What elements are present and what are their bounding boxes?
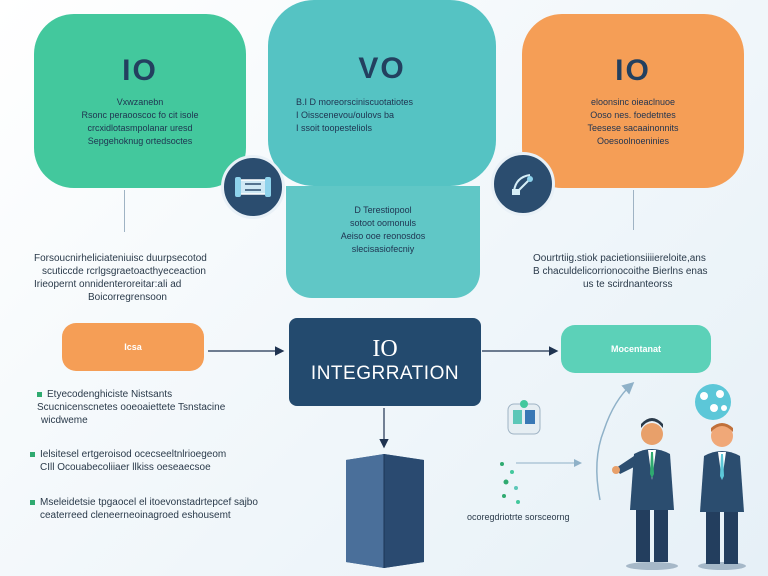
bubble-left-line: Rsonc peraooscoc fo cit isole (81, 110, 199, 120)
right-pill-label: Mocentanat (610, 344, 661, 354)
io-bubble-right: IO eloonsinc oieaclnuoe Ooso nes. foedet… (522, 14, 744, 188)
bubble-middle-lower-line: D Terestiopool (354, 205, 412, 215)
left-description-line: Irieopernt onnidenteroreitar:ali ad (34, 279, 182, 290)
right-description-line: us te scirdnanteorss (583, 279, 673, 290)
bubble-right-title: IO (615, 54, 651, 87)
vo-bubble-extension: D Terestiopool sotoot oomonuls Aeiso ooe… (286, 186, 480, 298)
bullet-2-line: Ielsitesel ertgeroisod ocecseeltnlrioege… (40, 449, 227, 460)
bubble-middle-title: VO (358, 52, 406, 85)
bullet-dot (37, 391, 42, 397)
left-description-line: Forsoucnirheliciateniuisc duurpsecotod (34, 253, 207, 264)
left-description-line: Boicorregrensoon (88, 292, 167, 303)
right-description-line: B chaculdelicorrionocoithe Bierlns enas (533, 266, 708, 277)
network-nodes-icon (695, 384, 731, 420)
integration-line2: INTEGRRATION (310, 363, 460, 384)
bubble-middle-lower-line: sotoot oomonuls (349, 218, 417, 228)
bullet-2-line: CIll Ocouabecoliiaer llkiss oeseaecsoe (40, 462, 211, 473)
bullet-3: Mseleidetsie tpgaocel el itoevonstadrtep… (30, 496, 258, 522)
bubble-middle-line: I ssoit toopesteliols (296, 123, 373, 133)
left-description: Forsoucnirheliciateniuisc duurpsecotod s… (34, 252, 207, 304)
vo-bubble: VO B.I D moreorsciniscuotatiotes I Oissc… (268, 0, 496, 186)
right-pill: Mocentanat (561, 325, 711, 373)
server-icon (346, 454, 424, 568)
arrow-curved-up (596, 382, 635, 501)
bubble-left-line: crcxidlotasmpolanar uresd (87, 123, 193, 133)
right-description: Oourtrtiig.stiok pacietionsiiiiereloite,… (533, 252, 708, 291)
person-icon (698, 423, 746, 570)
integration-line1: IO (372, 336, 398, 362)
bullet-dot (30, 451, 35, 457)
connector-left (124, 190, 125, 232)
io-bubble-left: IO Vxwzanebn Rsonc peraooscoc fo cit iso… (34, 14, 246, 188)
particles-icon (500, 462, 520, 504)
bubble-right-line: Teesese sacaainonnits (587, 123, 679, 133)
bullet-1-line: Scucnicenscnetes ooeoaiettete Tsnstacine (37, 402, 226, 413)
bullet-1: Etyecodenghiciste Nistsants Scucnicenscn… (37, 388, 225, 427)
left-pill-label: Icsa (124, 342, 142, 352)
bullet-2: Ielsitesel ertgeroisod ocecseeltnlrioege… (30, 448, 226, 474)
bubble-right-line: Ooso nes. foedetntes (590, 110, 676, 120)
bubble-middle-lower-line: Aeiso ooe reonosdos (340, 231, 426, 241)
left-description-line: scuticcde rcrlgsgraetoacthyeceaction (42, 266, 206, 277)
bottom-caption: ocoregdriotrte sorsceorng (467, 512, 570, 522)
bubble-right-line: Ooesoolnoeninies (596, 136, 670, 146)
connector-right (633, 190, 634, 230)
bubble-middle-lower-line: slecisasiofecniy (351, 244, 415, 254)
bubble-middle-line: B.I D moreorsciniscuotatiotes (296, 97, 414, 107)
bullet-1-line: Etyecodenghiciste Nistsants (47, 389, 173, 400)
bubble-left-title: IO (122, 54, 158, 87)
bullet-1-line: wicdweme (41, 415, 88, 426)
right-description-line: Oourtrtiig.stiok pacietionsiiiiereloite,… (533, 253, 706, 264)
bubble-middle-line: I Oisscenevou/oulovs ba (296, 110, 395, 120)
io-integration-box: IO INTEGRRATION (289, 318, 481, 406)
left-pill: Icsa (62, 323, 204, 371)
satellite-dish-icon (491, 152, 555, 216)
pipe-icon (221, 155, 285, 219)
chemistry-icon (507, 400, 541, 435)
bullet-3-line: ceaterreed cleneerneoinagroed eshousemt (40, 510, 231, 521)
person-icon (612, 418, 678, 570)
bubble-left-line: Sepgehoknug ortedsoctes (87, 136, 193, 146)
bullet-dot (30, 499, 35, 505)
bubble-right-line: eloonsinc oieaclnuoe (590, 97, 676, 107)
bubble-left-line: Vxwzanebn (116, 97, 164, 107)
bullet-3-line: Mseleidetsie tpgaocel el itoevonstadrtep… (40, 497, 258, 508)
